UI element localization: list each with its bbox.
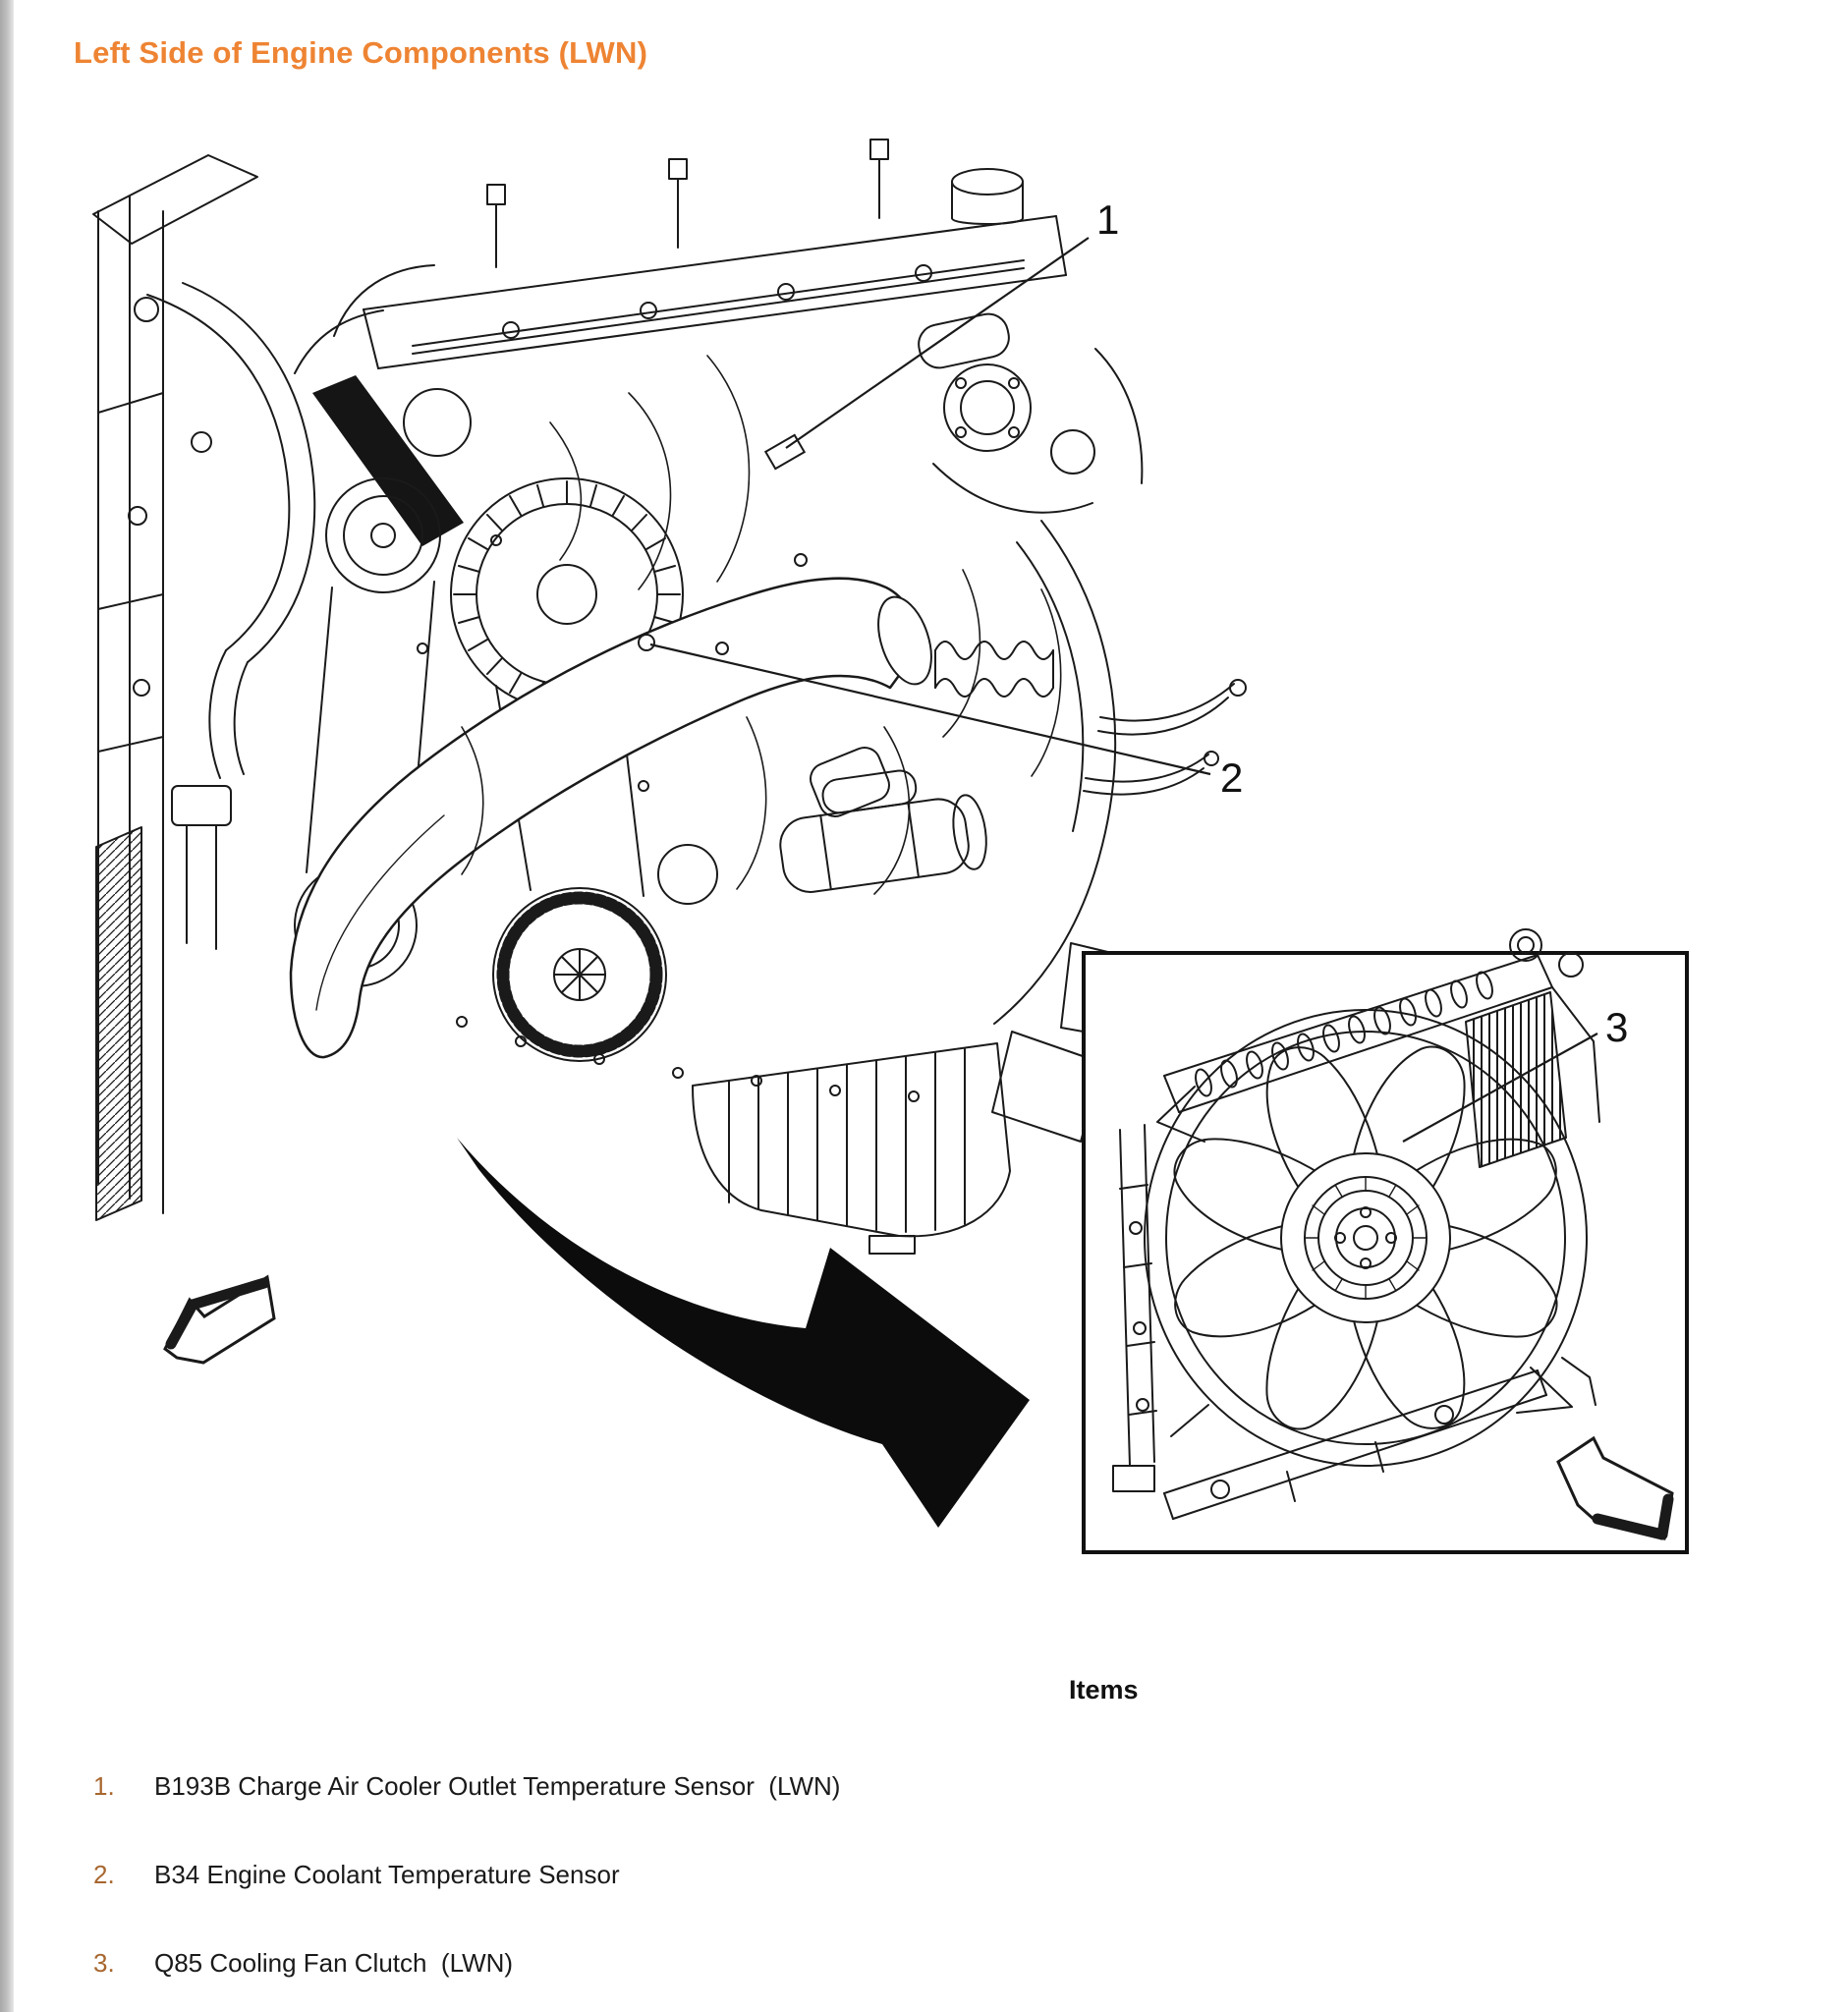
engine-illustration xyxy=(92,139,1247,1255)
item-1-number: 1. xyxy=(93,1771,115,1801)
alternator-and-pulleys xyxy=(294,375,718,1062)
fan-clutch-hub xyxy=(1280,1152,1451,1323)
item-row-1: 1. B193B Charge Air Cooler Outlet Temper… xyxy=(0,1771,1375,1811)
inset-box: 3 xyxy=(1082,928,1689,1554)
item-3-number: 3. xyxy=(93,1948,115,1978)
item-1-label: B193B Charge Air Cooler Outlet Temperatu… xyxy=(154,1771,841,1801)
item-row-3: 3. Q85 Cooling Fan Clutch (LWN) xyxy=(0,1948,1375,1987)
item-3-label: Q85 Cooling Fan Clutch (LWN) xyxy=(154,1948,514,1978)
item-row-2: 2. B34 Engine Coolant Temperature Sensor xyxy=(0,1860,1375,1899)
inset-bottom-bar xyxy=(1163,1357,1596,1520)
curved-arrow xyxy=(457,1138,1030,1528)
charge-air-bellows xyxy=(934,641,1054,698)
engine-diagram-svg: 1 2 xyxy=(92,139,1689,1554)
view-direction-arrow-left xyxy=(163,1274,276,1365)
callout-2: 2 xyxy=(638,634,1243,801)
page-edge-strip xyxy=(0,0,14,2012)
callout-3: 3 xyxy=(1402,1004,1628,1143)
callout-3-label: 3 xyxy=(1605,1004,1628,1050)
item-2-label: B34 Engine Coolant Temperature Sensor xyxy=(154,1860,620,1889)
item-2-number: 2. xyxy=(93,1860,115,1889)
egr-components xyxy=(918,312,1144,514)
top-tank-ribs xyxy=(1195,971,1493,1097)
fan-blades xyxy=(1159,1032,1572,1444)
inset-left-frame xyxy=(1112,1124,1157,1492)
harness-and-hoses xyxy=(461,355,1062,895)
engine-diagram-figure: 1 2 xyxy=(0,98,1848,1670)
starter-motor xyxy=(779,769,987,893)
callout-2-label: 2 xyxy=(1220,754,1243,801)
callout-1: 1 xyxy=(763,196,1119,471)
items-heading: Items xyxy=(1069,1675,1139,1705)
intake-duct xyxy=(289,577,932,1059)
oil-pan xyxy=(692,1042,1011,1255)
fuel-rail-and-valve-cover xyxy=(294,139,1067,374)
view-direction-arrow-inset xyxy=(1556,1435,1674,1540)
block-bolts xyxy=(417,534,920,1102)
vehicle-front-frame xyxy=(92,154,316,1221)
callout-1-label: 1 xyxy=(1096,196,1119,243)
radiator-fan-illustration xyxy=(1112,928,1600,1520)
page-title: Left Side of Engine Components (LWN) xyxy=(74,35,648,70)
